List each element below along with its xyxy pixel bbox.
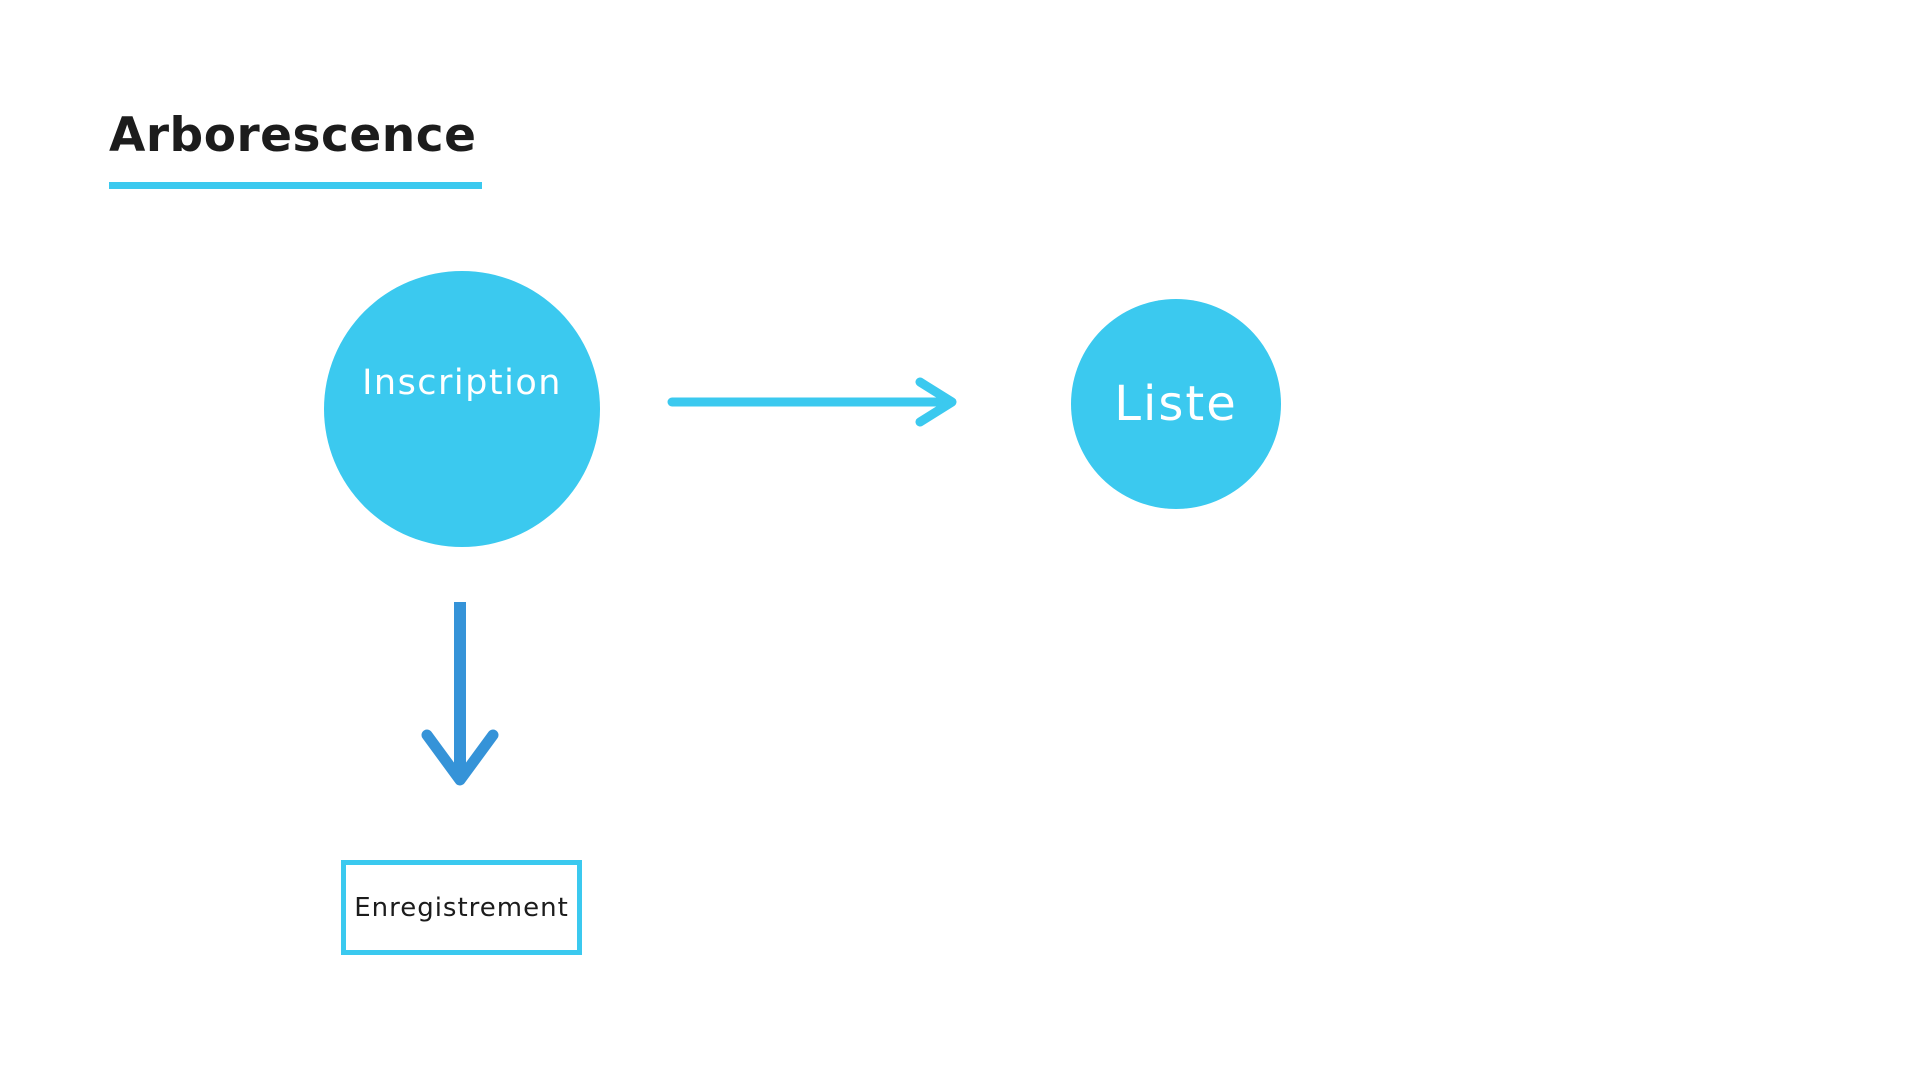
arrow-right-head bbox=[915, 377, 957, 427]
arrow-inscription-to-enregistrement bbox=[421, 602, 499, 786]
node-enregistrement-label: Enregistrement bbox=[354, 892, 569, 923]
title-underline bbox=[109, 182, 482, 189]
node-liste-label: Liste bbox=[1114, 376, 1238, 432]
node-enregistrement: Enregistrement bbox=[341, 860, 582, 955]
node-inscription-label: Inscription bbox=[362, 363, 562, 403]
arrow-down-head bbox=[421, 729, 499, 786]
node-liste: Liste bbox=[1071, 299, 1281, 509]
page-title: Arborescence bbox=[109, 108, 477, 163]
arrow-inscription-to-liste bbox=[667, 377, 957, 427]
node-inscription: Inscription bbox=[324, 271, 600, 547]
